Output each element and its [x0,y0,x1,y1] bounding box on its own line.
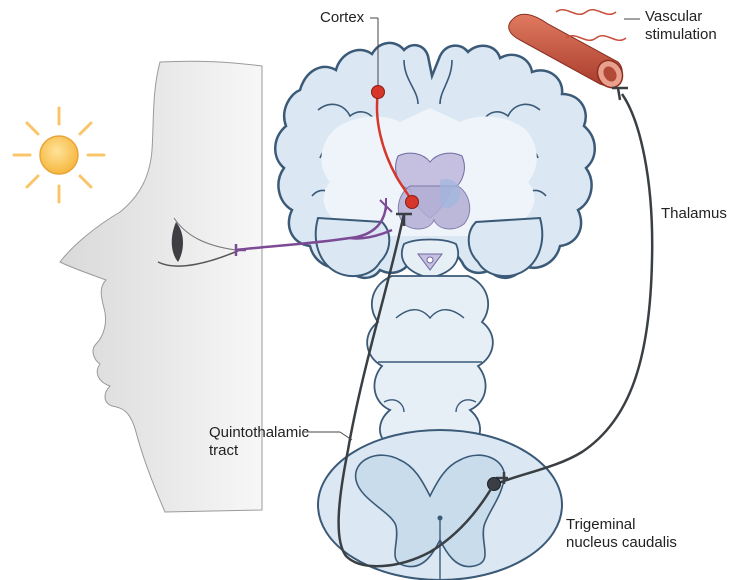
midbrain [402,240,458,279]
vascular-wavy-line [556,10,616,15]
sun-icon [14,108,104,202]
label-vascular-line2: stimulation [645,26,717,44]
brainstem [367,276,493,444]
label-thalamus: Thalamus [661,205,727,223]
label-trigem-line1: Trigeminal [566,516,677,534]
spinal-cord-section [318,430,562,580]
label-trigem-line2: nucleus caudalis [566,534,677,552]
cortex-neuron [372,86,385,99]
label-vascular-line1: Vascular [645,8,717,26]
label-quinto-line2: tract [209,442,309,460]
label-quinto-line1: Quintothalamic [209,424,309,442]
label-cortex: Cortex [320,9,364,27]
thalamus-neuron [406,196,419,209]
label-trigeminal-nucleus-caudalis: Trigeminal nucleus caudalis [566,516,677,552]
label-vascular-stimulation: Vascular stimulation [645,8,717,44]
label-quintothalamic-tract: Quintothalamic tract [209,424,309,460]
